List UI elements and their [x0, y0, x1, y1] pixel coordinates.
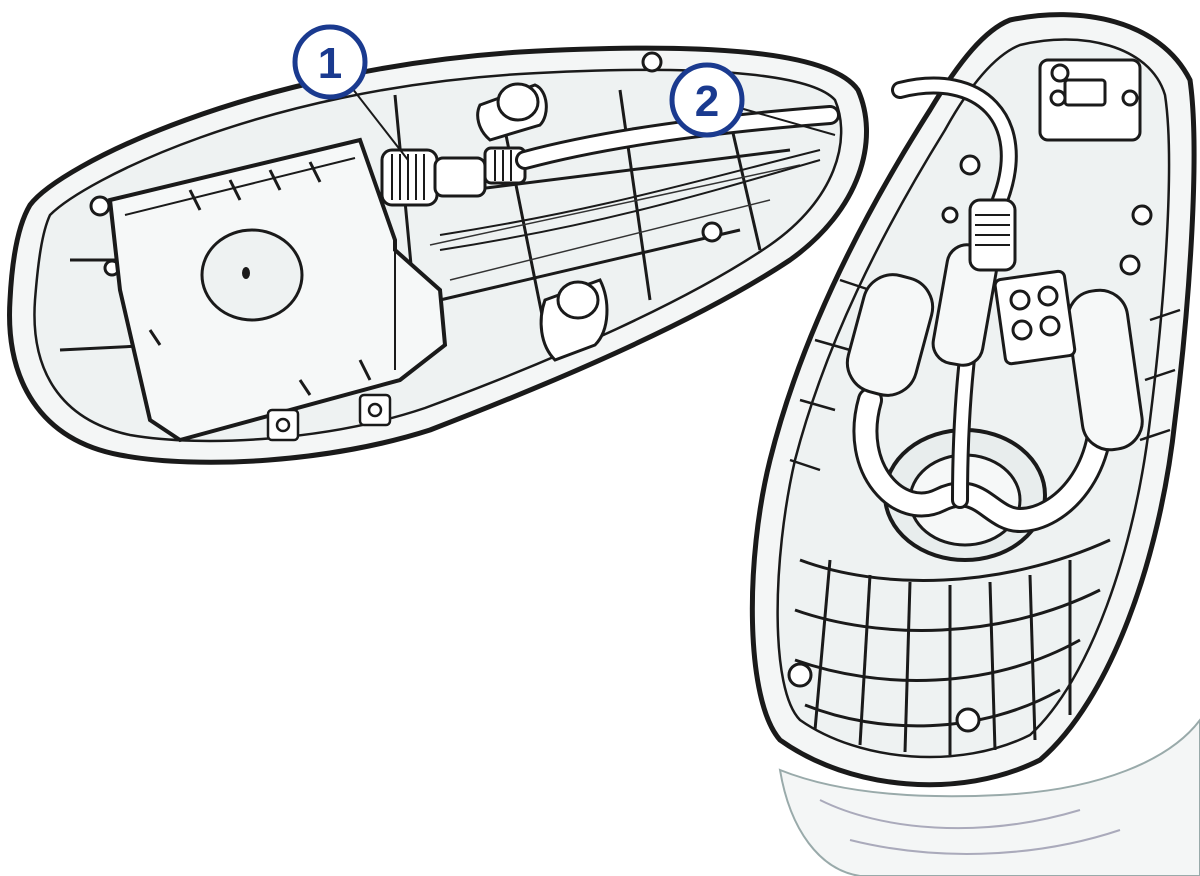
housing-cover [7, 45, 869, 465]
callout-1-leader [351, 87, 409, 161]
callout-1-label: 1 [318, 39, 342, 88]
callout-2-label: 2 [695, 77, 719, 126]
callout-2-leader [739, 107, 836, 136]
housing-base [749, 12, 1200, 876]
connector-1 [380, 146, 527, 207]
callout-2-circle [669, 62, 745, 138]
electronics-module [107, 137, 448, 443]
callout-1: 1 [292, 24, 409, 161]
terminal-block [993, 269, 1077, 366]
callout-2: 2 [669, 62, 836, 138]
callout-1-circle [292, 24, 368, 100]
